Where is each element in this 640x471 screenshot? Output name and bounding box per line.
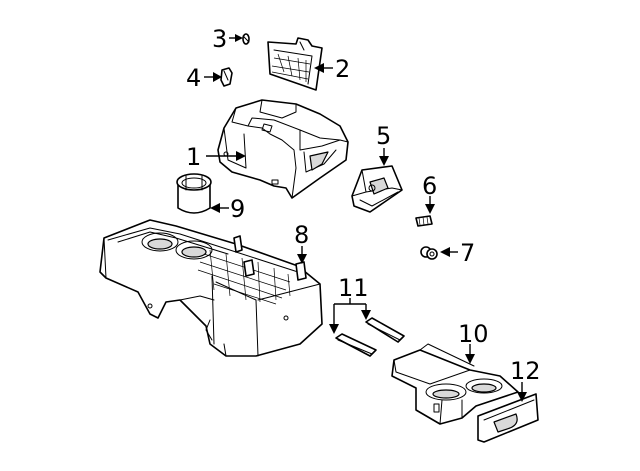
callout-1: 1 — [186, 143, 201, 171]
callout-labels: 1 2 3 4 5 6 7 8 9 10 11 12 — [186, 25, 541, 385]
console-base — [99, 219, 323, 357]
callout-5: 5 — [376, 122, 391, 150]
part-7-nut — [420, 246, 438, 260]
part-11-trim-strips — [335, 317, 405, 357]
part-9-cup-insert — [176, 173, 212, 214]
part-2-tray — [267, 37, 323, 91]
callout-3: 3 — [212, 25, 227, 53]
part-12-bezel — [477, 393, 539, 443]
callout-8: 8 — [294, 221, 309, 249]
callout-10: 10 — [458, 320, 489, 348]
part-4-fastener — [220, 67, 233, 87]
part-5-bracket — [351, 165, 403, 213]
callout-2: 2 — [335, 55, 350, 83]
callout-6: 6 — [422, 172, 437, 200]
leader-lines — [204, 34, 527, 402]
callout-4: 4 — [186, 64, 201, 92]
callout-11: 11 — [338, 274, 369, 302]
part-1-lid-housing — [217, 99, 349, 199]
part-6-bolt — [415, 215, 433, 227]
part-10-cup-holder — [391, 343, 519, 425]
callout-12: 12 — [510, 357, 541, 385]
callout-7: 7 — [460, 239, 475, 267]
part-3-clip — [242, 33, 250, 45]
callout-9: 9 — [230, 195, 245, 223]
